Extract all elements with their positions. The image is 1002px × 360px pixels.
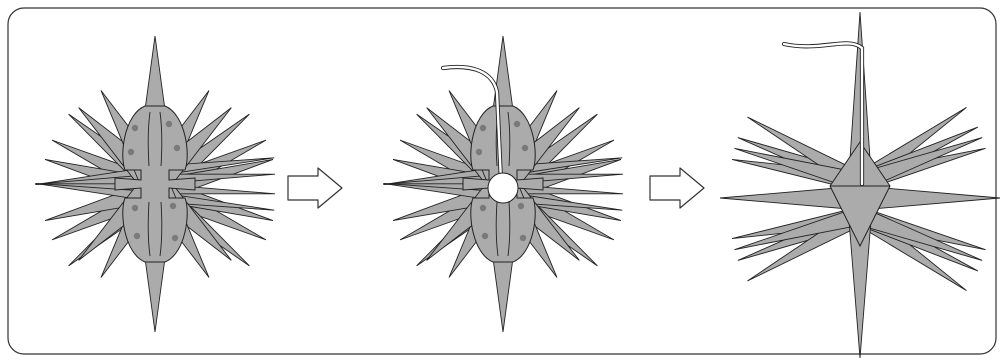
fastener-dot (134, 233, 140, 239)
step-3-star-side-view (720, 12, 1000, 358)
fastener-dot (480, 205, 486, 211)
fastener-dot (172, 235, 178, 241)
fastener-dot (476, 149, 482, 155)
fastener-dot (132, 205, 138, 211)
fastener-dot (482, 233, 488, 239)
right-arrow-icon (650, 168, 704, 208)
right-arrow-icon (288, 168, 342, 208)
fastener-dot (518, 203, 524, 209)
step-2-star-with-cable (383, 36, 623, 332)
fastener-dot (174, 145, 180, 151)
fastener-dot (522, 145, 528, 151)
step-1-star-front (35, 36, 275, 332)
center-clip-body (115, 106, 195, 262)
fastener-dot (170, 203, 176, 209)
fastener-dot (514, 121, 520, 127)
fastener-dot (480, 125, 486, 131)
fastener-dot (166, 121, 172, 127)
fastener-dot (128, 149, 134, 155)
fastener-dot (132, 125, 138, 131)
fastener-dot (520, 235, 526, 241)
lamp-socket (488, 173, 518, 203)
